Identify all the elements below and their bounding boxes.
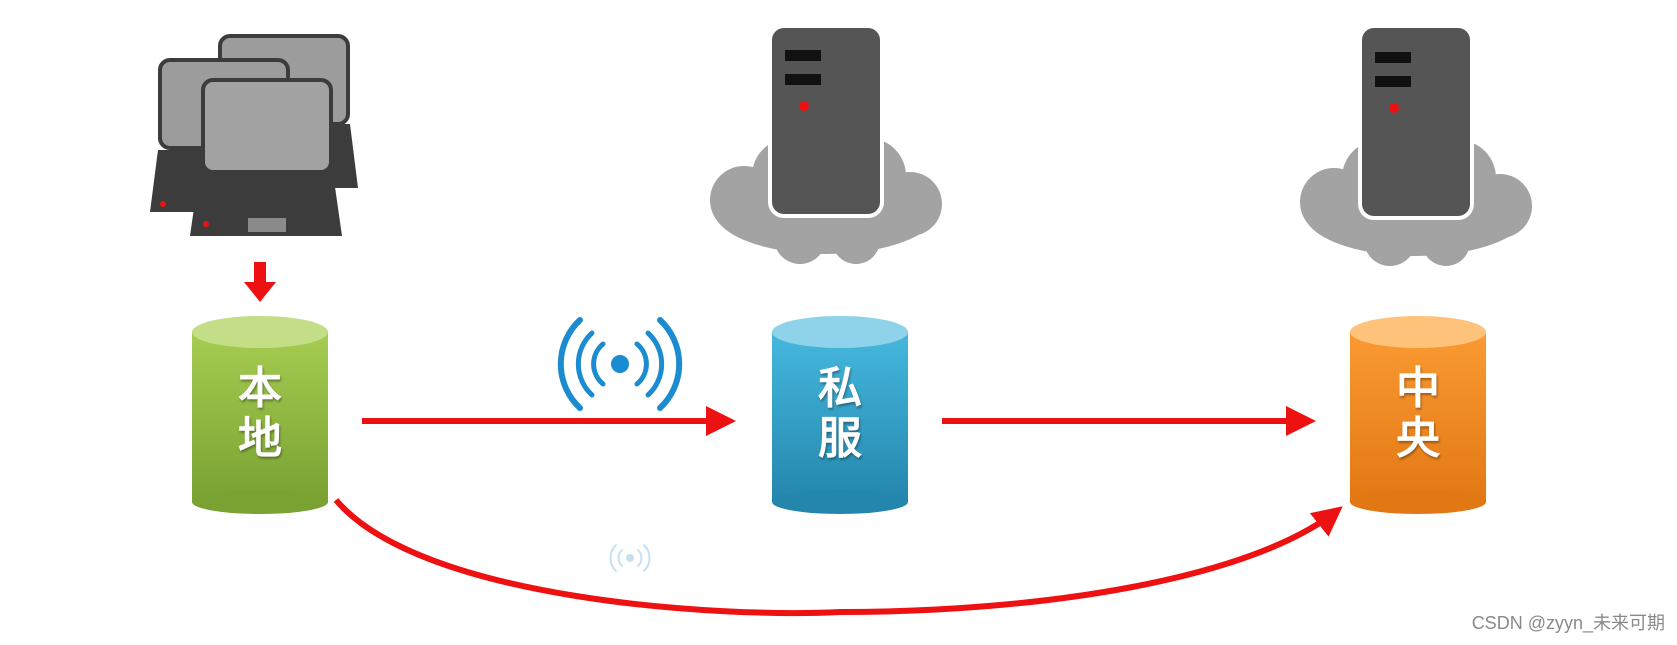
server-icon [768,24,884,218]
private-db-label: 私 服 [772,364,908,464]
down-arrow [244,262,276,302]
server-icon [1358,24,1474,220]
arrow-local-to-central [333,498,1343,617]
wifi-icon [557,317,683,411]
local-db-label: 本 地 [192,364,328,464]
database-private [772,316,908,514]
wifi-icon-faded [609,544,651,572]
computers-icon [150,34,358,236]
watermark: CSDN @zyyn_未来可期 [1471,613,1665,633]
central-db-label-line1: 中 [1396,363,1440,414]
private-db-label-line1: 私 [818,363,862,414]
local-db-label-line1: 本 [238,363,282,414]
database-central [1350,316,1486,514]
local-db-label-line2: 地 [238,413,282,464]
central-db-label: 中 央 [1350,364,1486,464]
database-local [192,316,328,514]
private-db-label-line2: 服 [818,413,862,464]
central-db-label-line2: 央 [1396,413,1440,464]
